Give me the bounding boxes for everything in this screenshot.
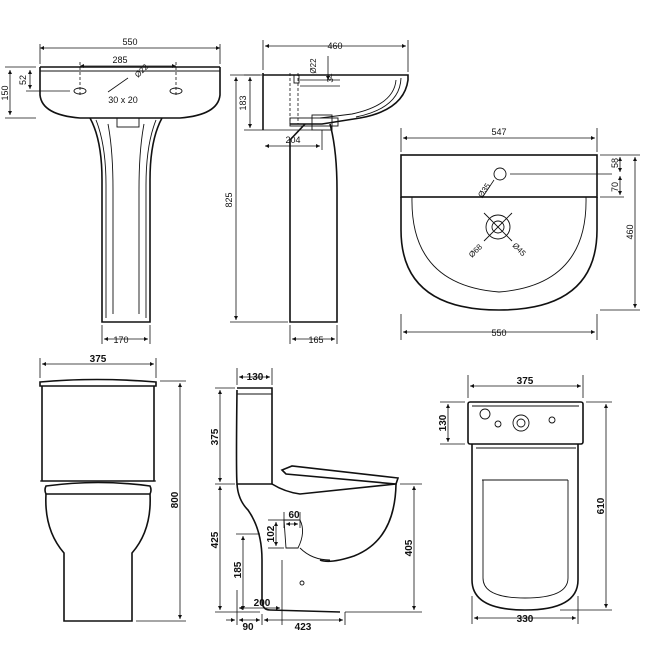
basin-side-overall-height: 825 — [224, 192, 234, 207]
wc-side-pan-height: 425 — [210, 531, 221, 548]
wc-top-width: 375 — [517, 376, 534, 387]
wc-side-outlet-centre: 185 — [233, 561, 244, 578]
basin-side-hole-offset: 34 — [326, 73, 335, 82]
basin-front-view: 550 285 Ø22 30 x 20 150 52 170 — [0, 37, 221, 345]
basin-side-depth: 460 — [327, 41, 342, 51]
basin-top-deck-depth: 70 — [610, 182, 620, 192]
basin-front-height: 150 — [0, 85, 10, 100]
basin-top-tap-offset: 58 — [610, 158, 620, 168]
basin-side-hole: Ø22 — [309, 58, 318, 74]
wc-top-overall-depth: 610 — [596, 497, 607, 514]
wc-top-view: 375 130 610 330 — [438, 375, 612, 625]
wc-front-view: 375 800 — [39, 354, 186, 622]
basin-top-waste-outer: Ø68 — [467, 242, 484, 259]
wc-side-outlet-height: 102 — [266, 525, 277, 542]
wc-top-cistern-depth: 130 — [438, 414, 449, 431]
wc-side-view: 130 375 425 405 60 102 185 200 90 42 — [210, 368, 422, 633]
basin-front-tap-centres: 285 — [112, 55, 127, 65]
basin-top-view: 547 Ø35 58 70 460 Ø68 Ø45 550 — [400, 127, 640, 340]
wc-side-outlet-projection: 200 — [254, 598, 271, 609]
basin-front-width: 550 — [122, 37, 137, 47]
basin-top-overall-depth: 460 — [625, 224, 635, 239]
basin-top-overall-width: 550 — [491, 328, 506, 338]
wc-side-outlet-width: 60 — [288, 510, 300, 521]
wc-side-seat-height: 405 — [404, 539, 415, 556]
wc-side-cistern-depth: 130 — [247, 372, 264, 383]
basin-side-view: 460 Ø22 34 183 204 825 165 — [224, 40, 409, 345]
wc-side-cistern-height: 375 — [210, 428, 221, 445]
basin-top-width: 547 — [491, 127, 506, 137]
basin-front-tap-drop: 52 — [18, 75, 28, 85]
wc-side-overall-projection: 423 — [295, 622, 312, 633]
wc-top-pan-width: 330 — [517, 614, 534, 625]
wc-side-foot-offset: 90 — [242, 622, 254, 633]
wc-front-height: 800 — [170, 491, 181, 508]
basin-side-pedestal-depth: 165 — [308, 335, 323, 345]
wc-front-width: 375 — [90, 354, 107, 365]
basin-front-tap-hole: Ø22 — [133, 62, 150, 79]
basin-top-waste-inner: Ø45 — [511, 241, 528, 258]
basin-front-pedestal-width: 170 — [113, 335, 128, 345]
basin-side-waste-projection: 204 — [285, 135, 300, 145]
basin-side-waste-drop: 183 — [238, 95, 248, 110]
basin-front-overflow: 30 x 20 — [108, 95, 138, 105]
